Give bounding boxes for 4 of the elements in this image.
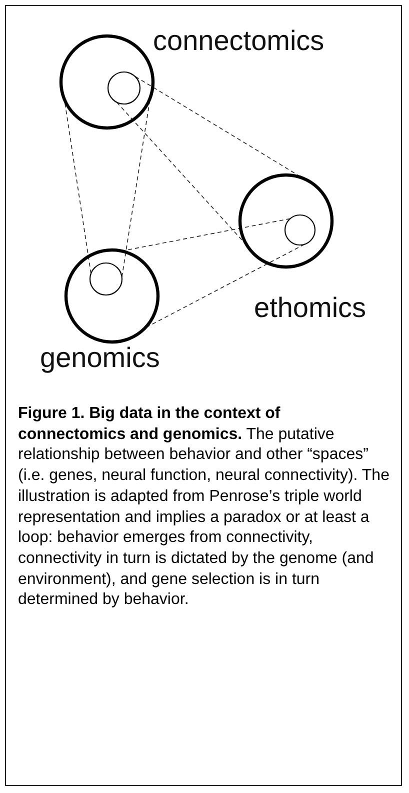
space-label: ethomics (254, 294, 366, 322)
space-label: connectomics (153, 27, 324, 55)
space-label: genomics (40, 344, 160, 372)
figure-caption: Figure 1. Big data in the context of connectomics and genomics. The putative relationship between behavior and other “spaces” (i.e. genes, neural function, neural connectivity). The illustration is adapted from Penrose’s triple world representation and implies a paradox or at least a loop: behavior emerges from connectivity, connectivity in turn is dictated by the genome (and environment), and gene selection is in turn determined by behavior. (18, 404, 390, 610)
